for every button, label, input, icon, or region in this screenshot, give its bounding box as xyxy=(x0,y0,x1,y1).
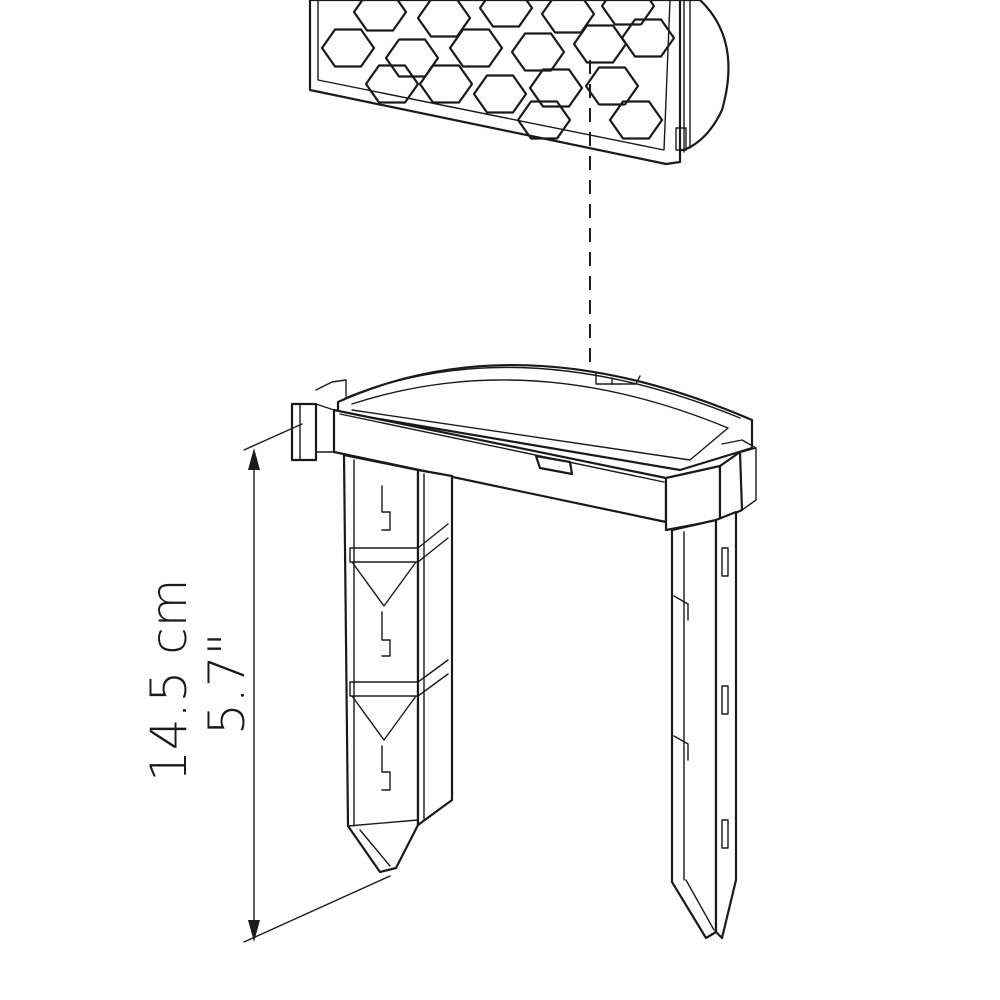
left-stake-tooth-3 xyxy=(381,745,391,791)
front-tab xyxy=(534,454,574,476)
honeycomb-cell xyxy=(352,0,408,32)
right-clip-back xyxy=(741,447,757,511)
right-clip-top xyxy=(721,439,757,449)
left-clip xyxy=(290,402,318,462)
right-stake xyxy=(670,510,738,940)
left-stake-tooth-2 xyxy=(381,611,391,657)
honeycomb-cell xyxy=(472,74,528,114)
height-dimension: 14.5 cm 5.7" xyxy=(140,423,391,943)
honeycomb-cell xyxy=(478,0,534,28)
housing-clip xyxy=(675,127,687,151)
left-stake xyxy=(342,453,454,874)
right-stake-notches xyxy=(673,595,689,745)
left-stake-front xyxy=(342,453,420,874)
housing-rear-shell xyxy=(674,0,730,152)
extension-line-bottom xyxy=(243,875,391,943)
left-stake-rib-2-side xyxy=(417,659,449,697)
honeycomb-grid xyxy=(320,0,676,140)
honeycomb-cell xyxy=(584,66,640,106)
extension-line-top xyxy=(243,423,303,451)
left-stake-tooth-1 xyxy=(381,485,391,531)
left-clip-top xyxy=(315,379,347,397)
honeycomb-cell xyxy=(516,100,572,140)
honeycomb-cell xyxy=(364,64,420,104)
right-stake-point xyxy=(685,879,715,931)
honeycomb-cell xyxy=(620,18,676,58)
honeycomb-cell xyxy=(448,28,504,68)
honeycomb-housing xyxy=(308,0,730,166)
dimension-metric-label: 14.5 cm xyxy=(140,579,198,782)
left-stake-point xyxy=(347,819,419,867)
honeycomb-cell xyxy=(320,28,376,68)
dimension-arrow-bottom xyxy=(248,920,260,942)
left-stake-rib-1-side xyxy=(417,523,449,563)
grille-frame xyxy=(308,0,682,166)
dimension-arrow-top xyxy=(248,448,260,470)
base-plate-rim xyxy=(344,366,741,419)
stake-base xyxy=(290,364,757,940)
honeycomb-cell xyxy=(572,24,628,64)
right-stake-front xyxy=(670,518,718,940)
left-clip-joint xyxy=(315,403,335,453)
grille-frame-inner xyxy=(317,0,671,151)
right-stake-slot-1 xyxy=(721,547,729,577)
plate-notch xyxy=(595,371,641,385)
right-stake-side xyxy=(714,510,738,940)
left-stake-side xyxy=(416,468,454,827)
honeycomb-cell xyxy=(418,64,474,104)
right-stake-slot-3 xyxy=(721,819,729,849)
honeycomb-cell xyxy=(608,100,664,140)
right-stake-slot-2 xyxy=(721,685,729,715)
base-plate-inner-rim xyxy=(351,379,729,461)
dimension-imperial-label: 5.7" xyxy=(198,632,256,735)
right-clip-side xyxy=(718,450,744,522)
front-bar-edge xyxy=(339,413,665,483)
honeycomb-cell xyxy=(528,68,584,108)
honeycomb-cell xyxy=(600,0,656,26)
